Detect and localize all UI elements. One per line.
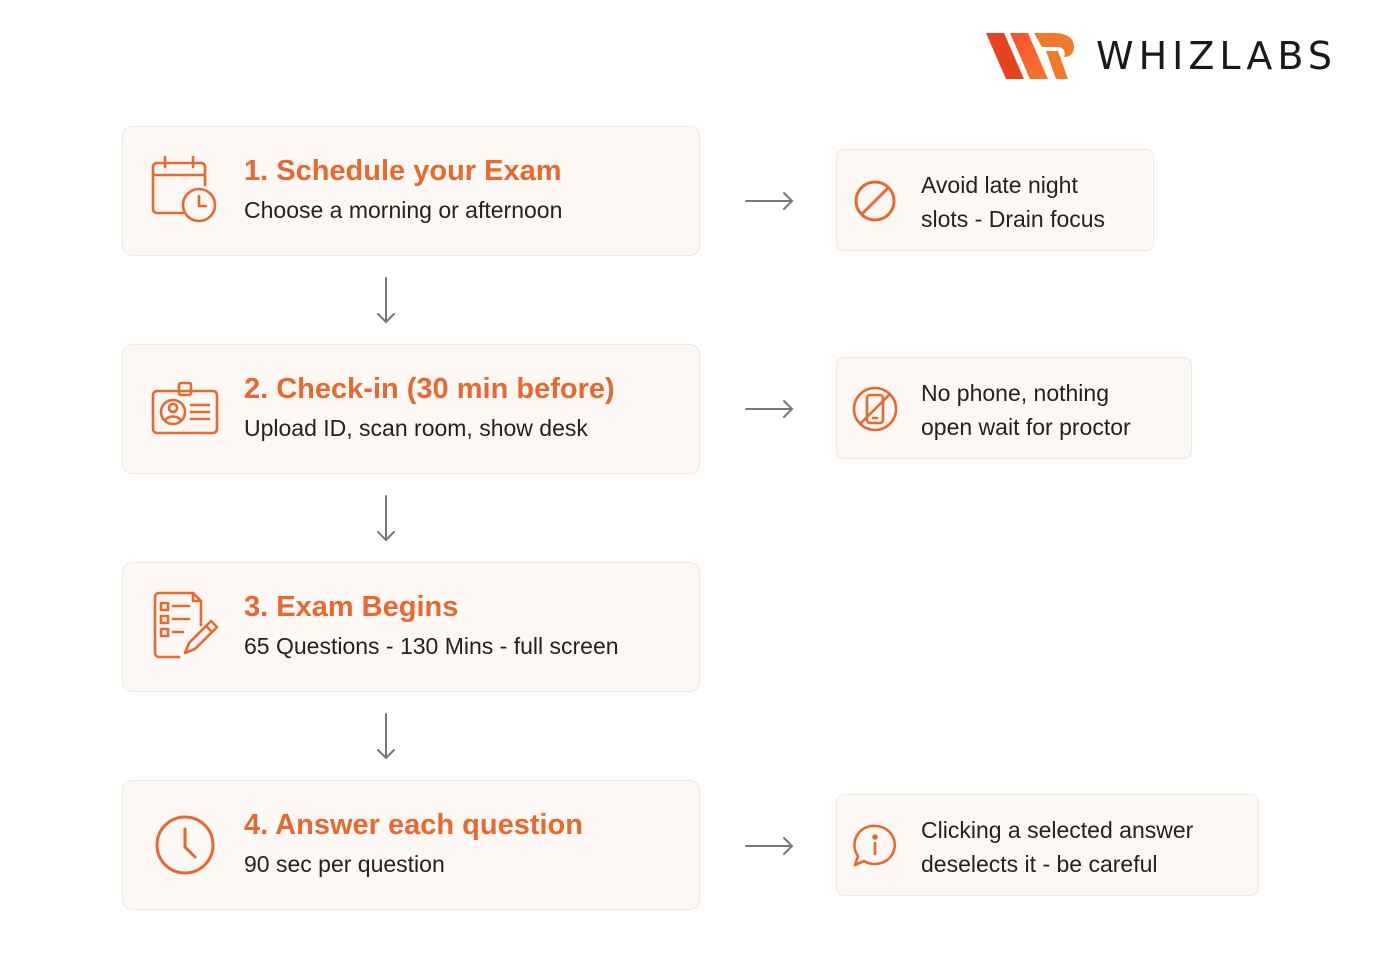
step-card-exam-begins: 3. Exam Begins 65 Questions - 130 Mins -…	[122, 562, 700, 692]
clock-icon	[155, 815, 215, 875]
no-phone-icon	[852, 386, 898, 432]
tip-text: Avoid late night slots - Drain focus	[921, 168, 1105, 236]
tip-card-no-phone: No phone, nothing open wait for proctor	[836, 357, 1192, 459]
tip-card-deselect: Clicking a selected answer deselects it …	[836, 794, 1259, 896]
step-title: 3. Exam Begins	[244, 591, 459, 623]
whizlabs-logo: WHIZLABS	[984, 28, 1337, 84]
down-arrow-icon	[377, 277, 395, 324]
step-card-answer: 4. Answer each question 90 sec per quest…	[122, 780, 700, 910]
prohibited-icon	[854, 180, 896, 222]
step-card-schedule: 1. Schedule your Exam Choose a morning o…	[122, 126, 700, 256]
tip-line: Clicking a selected answer	[921, 817, 1194, 843]
calendar-clock-icon	[151, 155, 217, 223]
whizlabs-logo-mark-icon	[986, 33, 1074, 79]
tip-card-late-night: Avoid late night slots - Drain focus	[836, 149, 1154, 251]
right-arrow-icon	[745, 837, 794, 855]
step-description: Upload ID, scan room, show desk	[244, 415, 588, 441]
step-card-check-in: 2. Check-in (30 min before) Upload ID, s…	[122, 344, 700, 474]
down-arrow-icon	[377, 495, 395, 542]
tip-text: Clicking a selected answer deselects it …	[921, 813, 1193, 881]
tip-line: slots - Drain focus	[921, 206, 1106, 232]
checklist-pencil-icon	[153, 591, 219, 659]
tip-text: No phone, nothing open wait for proctor	[921, 376, 1131, 444]
info-bubble-icon	[853, 824, 897, 867]
step-description: Choose a morning or afternoon	[244, 197, 563, 223]
tip-line: deselects it - be careful	[921, 851, 1158, 877]
tip-line: open wait for proctor	[921, 414, 1131, 440]
step-title: 4. Answer each question	[244, 809, 583, 841]
down-arrow-icon	[377, 713, 395, 760]
tip-line: Avoid late night	[921, 172, 1078, 198]
right-arrow-icon	[745, 400, 794, 418]
step-title: 1. Schedule your Exam	[244, 155, 562, 187]
step-title: 2. Check-in (30 min before)	[244, 373, 615, 405]
step-description: 65 Questions - 130 Mins - full screen	[244, 633, 619, 659]
step-description: 90 sec per question	[244, 851, 445, 877]
tip-line: No phone, nothing	[921, 380, 1109, 406]
id-card-icon	[151, 381, 219, 435]
brand-name: WHIZLABS	[1096, 34, 1337, 78]
right-arrow-icon	[745, 192, 794, 210]
